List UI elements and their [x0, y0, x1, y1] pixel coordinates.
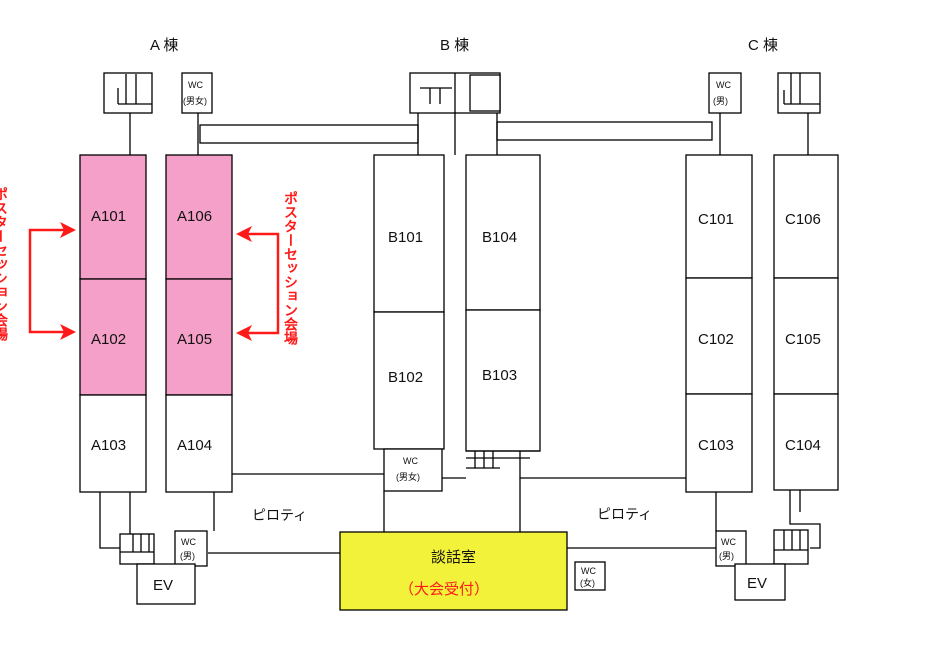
bridge-a-b: [199, 113, 419, 155]
lounge-side-corridors: [208, 547, 716, 554]
b-wing-left-column: B101 B102: [373, 154, 445, 450]
poster-label-left: ポスターセッション会場: [0, 187, 8, 342]
svg-text:(男): (男): [180, 551, 195, 561]
c-top-stairs: [777, 72, 821, 114]
lounge-female-wc: WC (女): [574, 561, 606, 591]
svg-text:A102: A102: [91, 331, 126, 348]
c-bottom-connectors: [715, 490, 821, 549]
svg-text:WC: WC: [716, 80, 731, 90]
a-top-connectors: [129, 113, 199, 155]
a-wing-right-column: A106 A105 A104: [165, 154, 233, 493]
svg-text:(男女): (男女): [396, 471, 420, 482]
poster-arrows-right: [236, 226, 280, 341]
svg-text:B103: B103: [482, 367, 517, 384]
svg-text:WC: WC: [403, 456, 418, 466]
room-c102[interactable]: [685, 277, 753, 395]
poster-arrows-left: [28, 222, 76, 340]
svg-text:(男女): (男女): [183, 95, 207, 106]
b-top-stairs: [409, 72, 501, 114]
room-c101[interactable]: [685, 154, 753, 279]
svg-text:A105: A105: [177, 331, 212, 348]
a-top-wc: WC (男女): [181, 72, 213, 114]
poster-label-right: ポスターセッション会場: [282, 191, 298, 346]
svg-text:A104: A104: [177, 437, 212, 454]
b-bottom-stairs: [466, 450, 540, 469]
svg-text:(男): (男): [719, 551, 734, 561]
room-a102[interactable]: [79, 278, 147, 396]
svg-text:WC: WC: [721, 537, 736, 547]
svg-text:(女): (女): [580, 577, 595, 588]
a-bottom-connectors: [99, 492, 215, 549]
b-wing-right-column: B104 B103: [465, 154, 541, 452]
svg-text:B102: B102: [388, 369, 423, 386]
svg-text:WC: WC: [581, 566, 596, 576]
wing-b-title: B 棟: [440, 37, 469, 54]
svg-text:A103: A103: [91, 437, 126, 454]
room-b101[interactable]: [373, 154, 445, 313]
room-c105[interactable]: [773, 277, 839, 395]
c-bottom-stairs: [773, 529, 809, 565]
svg-text:C103: C103: [698, 437, 734, 454]
piloti-label-left: ピロティ: [252, 507, 307, 523]
a-wing-left-column: A101 A102 A103: [79, 154, 147, 493]
ground-corridors: [232, 451, 686, 479]
lounge-name: 談話室: [431, 549, 476, 566]
room-a104[interactable]: [165, 394, 233, 493]
svg-text:A106: A106: [177, 208, 212, 225]
svg-text:B104: B104: [482, 229, 517, 246]
c-top-connectors: [719, 113, 809, 155]
room-b104[interactable]: [465, 154, 541, 311]
lounge-reception[interactable]: 談話室 （大会受付）: [339, 531, 568, 611]
b-bottom-wc: WC (男女): [383, 448, 443, 492]
svg-text:(男): (男): [713, 96, 728, 106]
svg-text:C102: C102: [698, 331, 734, 348]
svg-text:C105: C105: [785, 331, 821, 348]
a-bottom-stairs: [119, 533, 155, 565]
lounge-sub: （大会受付）: [399, 580, 489, 598]
room-a106[interactable]: [165, 154, 233, 280]
room-b102[interactable]: [373, 311, 445, 450]
svg-text:C106: C106: [785, 211, 821, 228]
room-a103[interactable]: [79, 394, 147, 493]
a-bottom-wc: WC (男): [174, 530, 208, 567]
piloti-label-right: ピロティ: [597, 506, 652, 522]
room-b103[interactable]: [465, 309, 541, 452]
svg-text:EV: EV: [747, 575, 767, 592]
svg-text:B101: B101: [388, 229, 423, 246]
room-c104[interactable]: [773, 393, 839, 491]
c-wing-right-column: C106 C105 C104: [773, 154, 839, 491]
room-c103[interactable]: [685, 393, 753, 493]
svg-text:WC: WC: [181, 537, 196, 547]
bridge-b-c: [496, 113, 713, 155]
c-wing-left-column: C101 C102 C103: [685, 154, 753, 493]
svg-text:A101: A101: [91, 208, 126, 225]
lounge-connectors: [383, 478, 521, 532]
c-bottom-wc: WC (男): [715, 530, 747, 567]
a-top-stairs: [103, 72, 153, 114]
svg-text:WC: WC: [188, 80, 203, 90]
room-a105[interactable]: [165, 278, 233, 396]
c-elevator: EV: [734, 563, 786, 601]
svg-text:C101: C101: [698, 211, 734, 228]
svg-text:C104: C104: [785, 437, 821, 454]
wing-c-title: C 棟: [748, 37, 778, 54]
svg-text:EV: EV: [153, 577, 173, 594]
a-elevator: EV: [136, 563, 196, 605]
wing-a-title: A 棟: [150, 37, 178, 54]
c-top-wc: WC (男): [708, 72, 742, 114]
